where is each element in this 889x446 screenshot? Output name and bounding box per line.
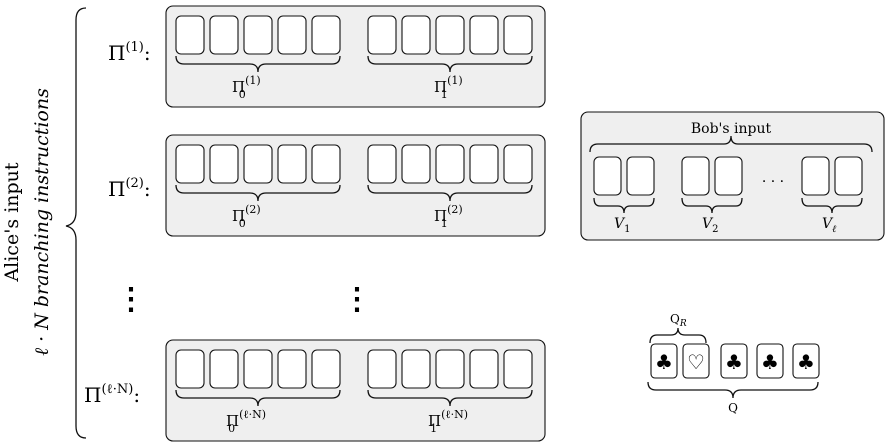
club-icon: ♣: [655, 350, 673, 374]
card: [401, 144, 431, 184]
heart-icon: ♡: [687, 350, 705, 374]
card: [682, 343, 710, 379]
underbrace: [175, 55, 341, 73]
card: [311, 144, 341, 184]
card: [277, 349, 307, 389]
underbrace: [801, 197, 863, 214]
card: [243, 349, 273, 389]
bob-input-panel: Bob's input V1 V2 · · · Vℓ: [580, 111, 885, 241]
card: [834, 156, 863, 196]
v2-label: V2: [702, 216, 719, 235]
branching-instructions-label: ℓ · N branching instructions: [31, 88, 53, 356]
card: [209, 15, 239, 55]
right-cards: [367, 15, 533, 55]
card: [401, 15, 431, 55]
card: [367, 15, 397, 55]
card: [593, 156, 622, 196]
card: [277, 144, 307, 184]
q-sequence: QR ♣ ♡ ♣ ♣ ♣ Q: [647, 312, 820, 415]
card: [175, 349, 205, 389]
card: [209, 349, 239, 389]
underbrace: [681, 197, 743, 214]
card: [503, 144, 533, 184]
alice-input-label: Alice's input: [1, 162, 23, 282]
right-cards: [367, 144, 533, 184]
card: [650, 343, 678, 379]
card: [756, 343, 784, 379]
card: [469, 15, 499, 55]
card: [311, 15, 341, 55]
club-icon: ♣: [725, 350, 743, 374]
vdots-middle: ⋮: [342, 282, 372, 317]
card: [367, 349, 397, 389]
card: [243, 15, 273, 55]
pi-1-label: Π(1)1: [434, 74, 463, 101]
card: [175, 15, 205, 55]
underbrace: [593, 197, 655, 214]
qr-label: QR: [670, 312, 687, 329]
card: [277, 15, 307, 55]
card: [469, 349, 499, 389]
right-cards: [367, 349, 533, 389]
left-cards: [175, 144, 341, 184]
card: [175, 144, 205, 184]
card: [626, 156, 655, 196]
card: [792, 343, 820, 379]
card: [435, 15, 465, 55]
pi-1-label: Π(2)1: [434, 203, 463, 230]
pi-0-label: Π(ℓ·N)0: [226, 408, 266, 435]
card: [801, 156, 830, 196]
underbrace: [647, 381, 819, 399]
q-label: Q: [728, 401, 738, 415]
card: [311, 349, 341, 389]
card: [503, 15, 533, 55]
underbrace: [367, 55, 533, 73]
left-cards: [175, 349, 341, 389]
pi-0-label: Π(1)0: [232, 74, 261, 101]
pi-0-label: Π(2)0: [232, 203, 261, 230]
row-3: Π(ℓ·N): Π(ℓ·N)0 Π(ℓ·N)1: [84, 339, 546, 442]
row-label: Π(ℓ·N):: [84, 382, 140, 407]
vl-label: Vℓ: [822, 216, 836, 235]
club-icon: ♣: [797, 350, 815, 374]
club-icon: ♣: [761, 350, 779, 374]
row-1: Π(1): Π(1)0 Π(1)1: [108, 5, 546, 108]
bob-title: Bob's input: [691, 121, 772, 137]
vdots-left: ⋮: [116, 282, 146, 317]
card: [243, 144, 273, 184]
underbrace: [175, 389, 341, 407]
card: [209, 144, 239, 184]
card: [435, 349, 465, 389]
card: [681, 156, 710, 196]
card: [720, 343, 748, 379]
card: [435, 144, 465, 184]
alice-brace: [65, 7, 87, 439]
card: [503, 349, 533, 389]
v1-label: V1: [614, 216, 631, 235]
underbrace: [175, 184, 341, 202]
card: [401, 349, 431, 389]
row-label: Π(1):: [108, 40, 151, 65]
card: [714, 156, 743, 196]
card: [367, 144, 397, 184]
row-label: Π(2):: [108, 176, 151, 201]
row-2: Π(2): Π(2)0 Π(2)1: [108, 134, 546, 237]
overbrace: [649, 327, 707, 344]
overbrace: [589, 135, 873, 153]
underbrace: [367, 389, 533, 407]
left-cards: [175, 15, 341, 55]
pi-1-label: Π(ℓ·N)1: [428, 408, 468, 435]
card: [469, 144, 499, 184]
ellipsis: · · ·: [762, 174, 784, 190]
underbrace: [367, 184, 533, 202]
